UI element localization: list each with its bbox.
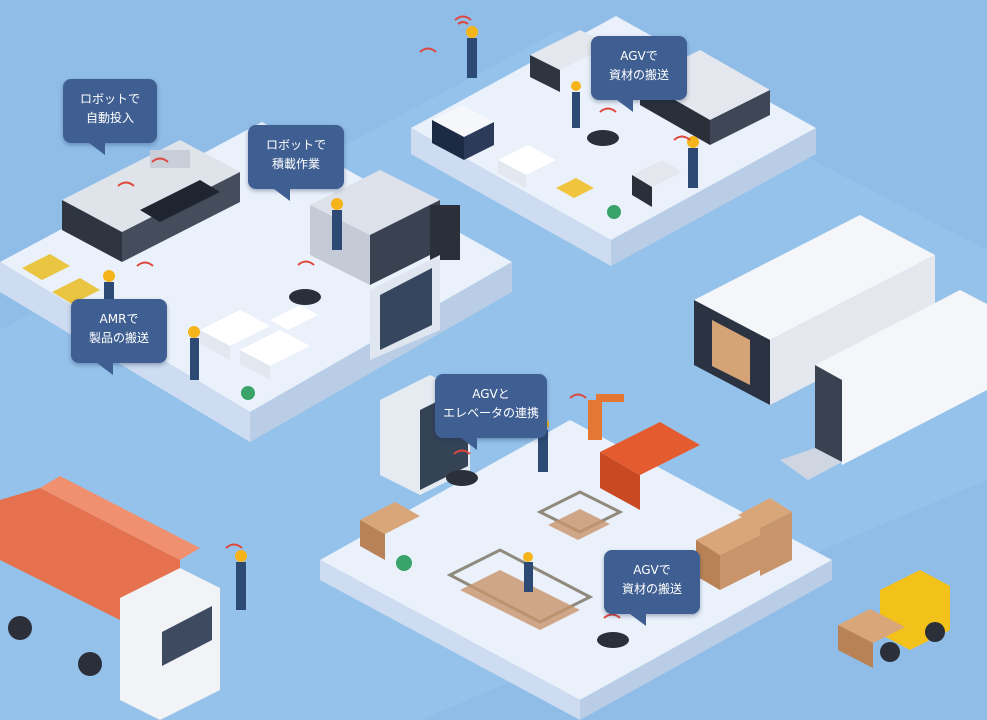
callout-amr-products: AMRで 製品の搬送 (71, 299, 167, 375)
callout-line: 資材の搬送 (608, 68, 669, 82)
callout-robot-auto-input: ロボットで 自動投入 (63, 79, 157, 155)
cardboard-boxes (360, 498, 792, 590)
robot-arm (588, 394, 700, 510)
office-paper (498, 145, 594, 198)
paper-stacks (200, 305, 318, 380)
callout-line: 積載作業 (271, 157, 320, 171)
callout-line: 製品の搬送 (88, 331, 149, 345)
forklift (838, 570, 950, 668)
office-desk (432, 105, 494, 160)
callout-agv-transport-top: AGVで 資材の搬送 (591, 36, 687, 112)
warehouse-platform (320, 420, 832, 720)
callout-line: AGVと (472, 387, 510, 401)
printing-press-left (62, 140, 240, 262)
callout-line: ロボットで (265, 138, 326, 152)
callout-agv-transport-bottom: AGVで 資材の搬送 (604, 550, 700, 626)
callout-line: ロボットで (79, 92, 140, 106)
elevator-door (370, 255, 440, 360)
callout-line: AGVで (633, 563, 671, 577)
office-printers (530, 30, 770, 207)
callout-line: 自動投入 (85, 111, 134, 125)
callout-line: 資材の搬送 (621, 582, 682, 596)
callout-robot-stacking: ロボットで 積載作業 (248, 125, 344, 201)
callout-agv-elevator: AGVと エレベータの連携 (435, 374, 547, 450)
wifi-signal-icons (117, 15, 691, 619)
callout-line: AGVで (620, 49, 658, 63)
stacking-machine (310, 170, 460, 285)
trucks-right (694, 215, 987, 480)
callout-line: AMRで (99, 312, 139, 326)
plants (241, 205, 621, 571)
callout-line: エレベータの連携 (443, 406, 540, 420)
orange-truck (0, 476, 220, 720)
agv-robots (289, 130, 629, 648)
yellow-bundles (22, 254, 100, 304)
storage-shelves (446, 490, 624, 630)
